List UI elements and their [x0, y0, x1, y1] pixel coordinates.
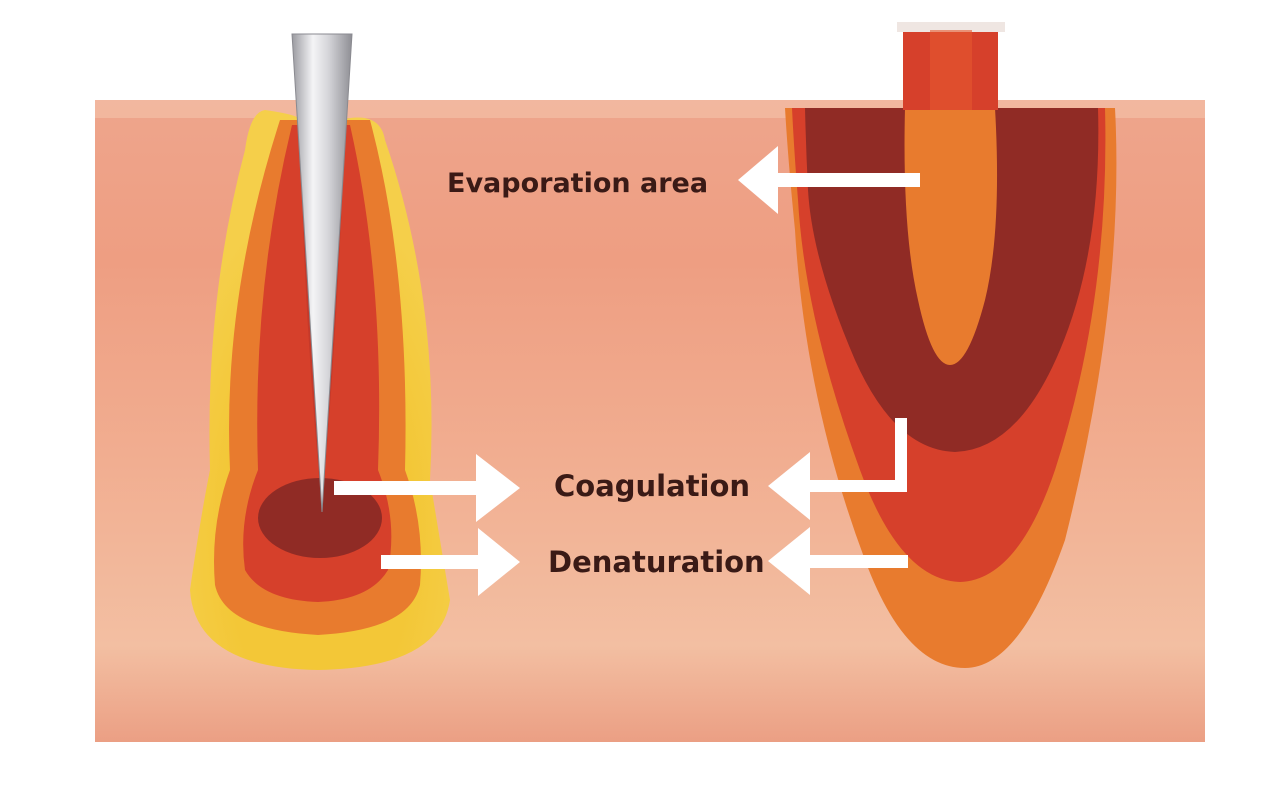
arrow-coagulation-left [334, 454, 520, 522]
needle-electrode-icon [291, 33, 353, 513]
evaporation-core [904, 108, 998, 365]
arrow-denaturation-left [381, 528, 520, 596]
coagulation-label: Coagulation [554, 469, 751, 503]
arrow-coagulation-right [768, 418, 907, 520]
zone-darkred-left [258, 478, 382, 558]
denaturation-label: Denaturation [548, 545, 765, 579]
arrow-evaporation [738, 146, 920, 214]
arrow-denaturation-right [768, 527, 908, 595]
evaporation-area-label: Evaporation area [447, 168, 709, 199]
laser-beam-core [930, 30, 972, 110]
laser-ablation-zones [785, 108, 1117, 668]
laser-beam-cap [897, 22, 1005, 32]
